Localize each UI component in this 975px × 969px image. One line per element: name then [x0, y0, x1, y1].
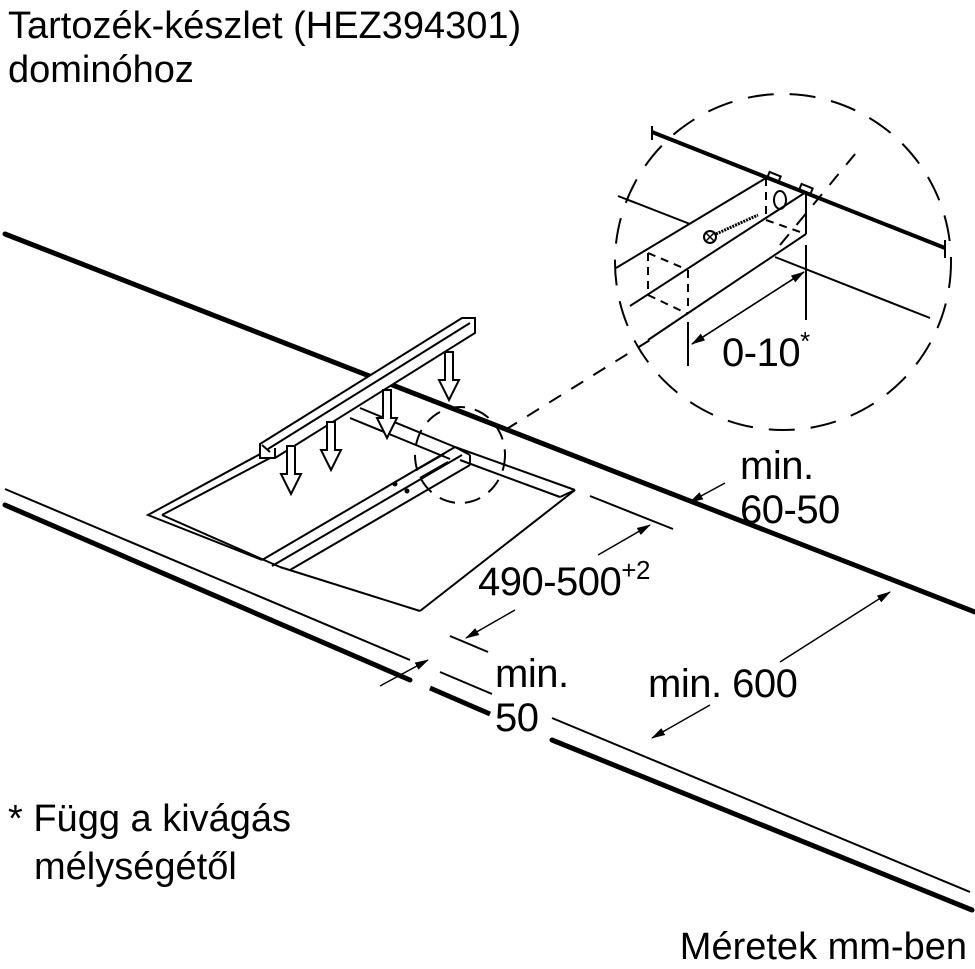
- detail-callout-circle: [414, 406, 506, 504]
- detail-view: [614, 93, 952, 431]
- countertop-cutout: [145, 407, 576, 612]
- title-line-2: dominóhoz: [8, 49, 194, 91]
- down-arrow-icon: [279, 445, 303, 497]
- units-note: Méretek mm-ben: [679, 926, 967, 968]
- countertop-front-edge: [2, 488, 975, 913]
- cutout-depth-label: 490-500+2: [478, 555, 650, 604]
- dimension-lines: [379, 482, 891, 739]
- down-arrow-icon: [437, 351, 461, 403]
- page-title: Tartozék-készlet (HEZ394301) dominóhoz: [8, 4, 521, 92]
- down-arrow-icon: [375, 389, 399, 441]
- counter-depth-label: min. 600: [648, 662, 798, 706]
- countertop-back-edge: [2, 231, 975, 615]
- detail-gap-label: 0-10*: [722, 326, 810, 375]
- footnote-line-1: * Függ a kivágás: [8, 798, 292, 840]
- front-edge-distance-label: min. 50: [495, 652, 569, 740]
- down-arrow-icon: [319, 421, 343, 473]
- support-bar: [259, 317, 476, 459]
- footnote: * Függ a kivágás mélységétől: [8, 795, 291, 891]
- title-line-1: Tartozék-készlet (HEZ394301): [8, 5, 522, 47]
- down-arrows: [279, 351, 461, 497]
- back-edge-distance-label: min. 60-50: [740, 444, 840, 532]
- footnote-line-2: mélységétől: [34, 846, 237, 888]
- screw-icon: [703, 213, 759, 244]
